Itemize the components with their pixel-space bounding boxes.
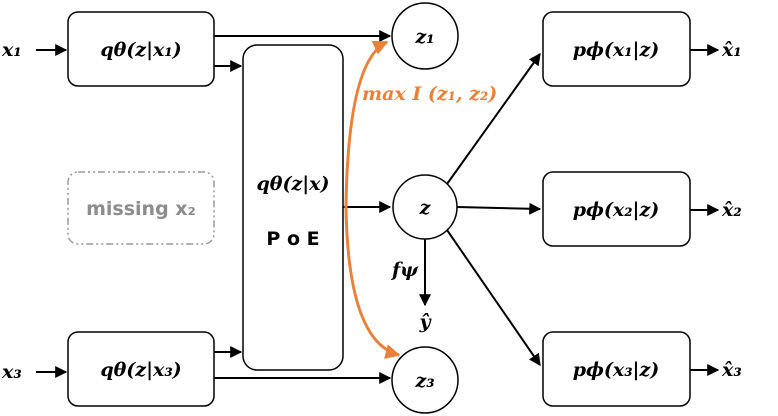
missing-x2-box	[67, 171, 215, 245]
poe-box	[242, 44, 344, 371]
input-x3-label: x₃	[1, 361, 22, 383]
encoder-q3-label: qθ(z|x₃)	[100, 359, 181, 381]
decoder-p2-label: pϕ(x₂|z)	[573, 199, 660, 221]
classifier-label: fψ	[390, 259, 419, 281]
decoder-p3-label: pϕ(x₃|z)	[573, 359, 660, 381]
poe-posterior-label: qθ(z|x)	[257, 173, 330, 195]
output-x1-hat: x̂₁	[721, 39, 742, 61]
missing-x2-label: missing x₂	[86, 198, 196, 220]
encoder-q3-box	[67, 331, 215, 407]
mutual-information-label: max I (z₁, z₂)	[362, 83, 497, 105]
encoder-q1-box	[67, 11, 215, 87]
decoder-p1-label: pϕ(x₁|z)	[573, 39, 660, 61]
poe-label: P o E	[266, 228, 319, 250]
latent-z1-label: z₁	[414, 26, 434, 48]
encoder-q1-label: qθ(z|x₁)	[100, 39, 181, 61]
latent-z3-node	[391, 346, 459, 414]
classifier-output: ŷ	[418, 311, 432, 333]
arrow-z-to-p3	[446, 229, 541, 366]
input-x1-label: x₁	[1, 39, 22, 61]
output-x2-hat: x̂₂	[721, 199, 742, 221]
latent-z-label: z	[419, 197, 432, 219]
output-x3-hat: x̂₃	[721, 359, 742, 381]
latent-z1-node	[391, 2, 459, 70]
arrow-z-to-p1	[446, 53, 541, 185]
mutual-information-curve	[344, 40, 401, 359]
arrow-z-to-p2	[456, 202, 542, 215]
latent-z3-label: z₃	[414, 370, 434, 392]
